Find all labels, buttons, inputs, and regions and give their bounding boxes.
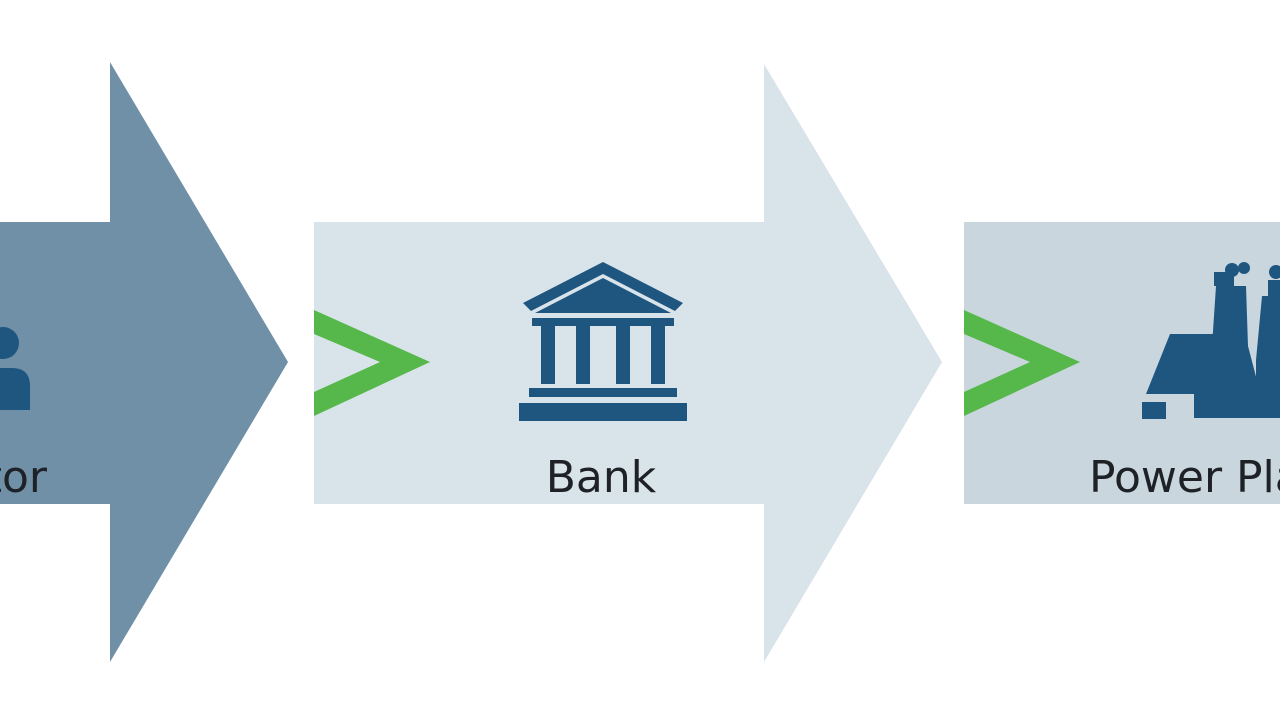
connector-chevron-icon <box>964 310 1080 416</box>
bank-building-icon <box>519 262 687 421</box>
power-plant-icon <box>1142 262 1280 419</box>
connector-chevron-icon <box>314 310 430 416</box>
bank-label: Bank <box>545 452 657 503</box>
person-icon <box>0 327 30 410</box>
power-plant-label: Power Plant <box>1089 452 1280 503</box>
investor-arrow <box>0 62 288 662</box>
investor-label: Investor <box>0 452 47 503</box>
